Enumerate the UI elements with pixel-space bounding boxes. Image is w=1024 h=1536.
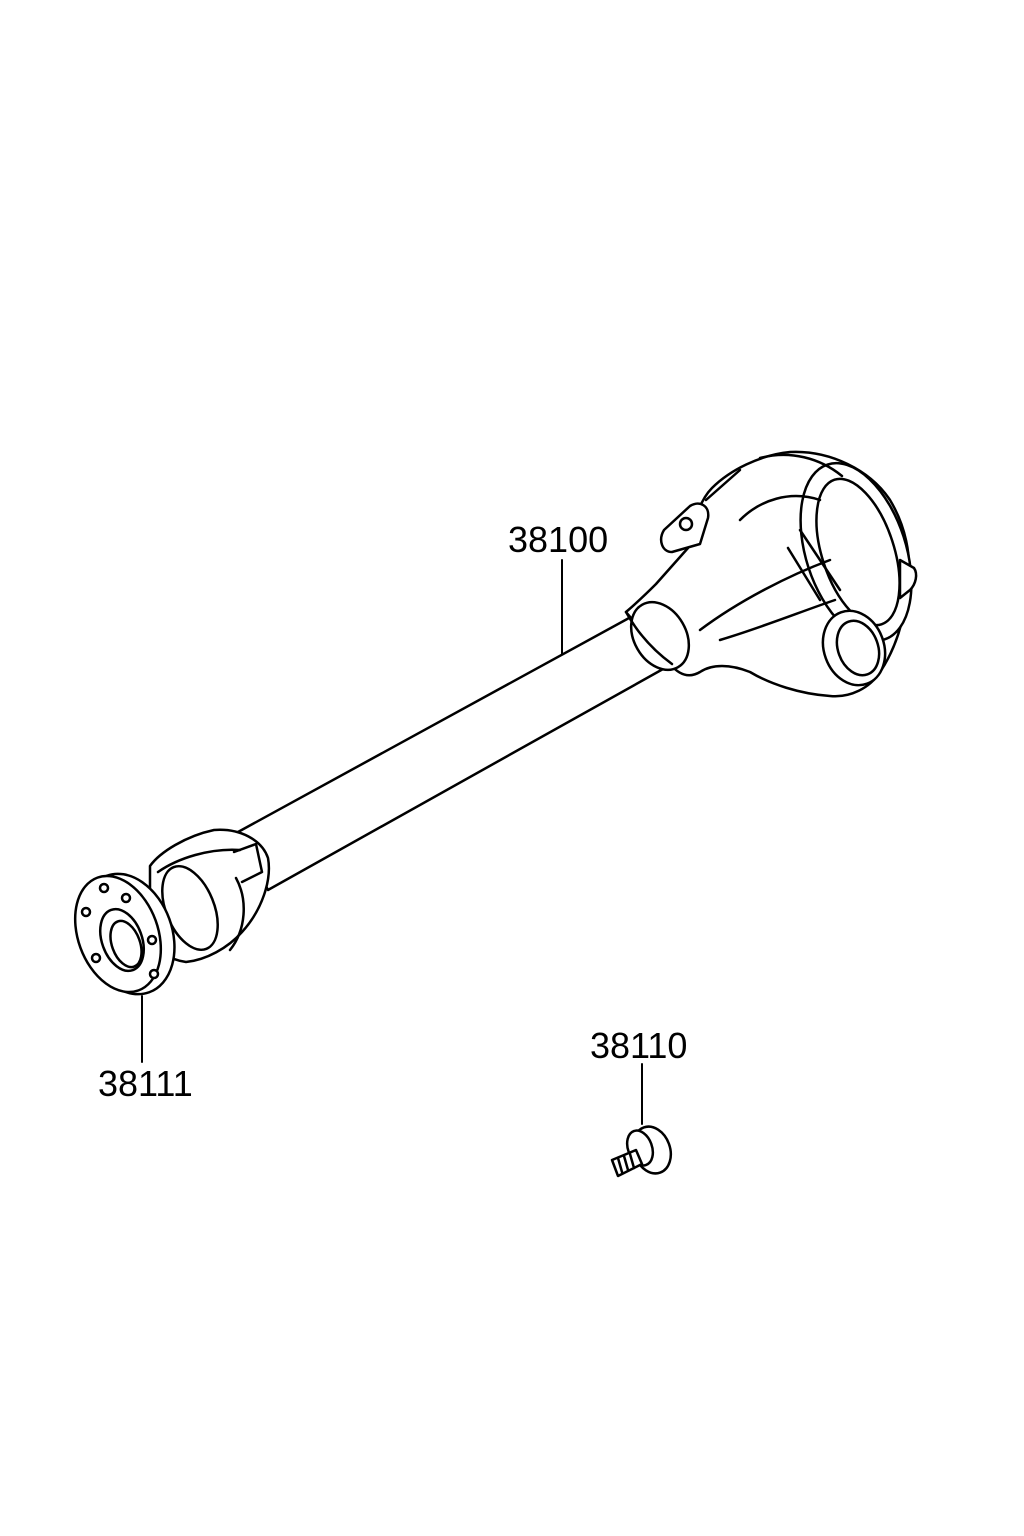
flange-hole — [120, 892, 132, 904]
mount-lug-right — [898, 558, 918, 600]
flange-hole — [80, 906, 92, 918]
flange-icon — [73, 872, 176, 996]
end-housing-left — [148, 828, 271, 964]
axle-housing-icon — [148, 450, 918, 964]
flange-hole — [90, 952, 102, 964]
tube-collar-right — [629, 600, 691, 672]
flange-bore — [99, 907, 145, 973]
part-number-38111: 38111 — [98, 1063, 193, 1104]
flange-hole — [146, 934, 158, 946]
bolt-icon — [610, 1125, 673, 1178]
side-outlet-inner — [835, 619, 881, 677]
flange-hole — [98, 882, 110, 894]
part-number-38100: 38100 — [508, 519, 609, 560]
part-number-38110: 38110 — [590, 1025, 688, 1066]
flange-hole — [148, 968, 160, 980]
axle-tube — [236, 610, 674, 892]
